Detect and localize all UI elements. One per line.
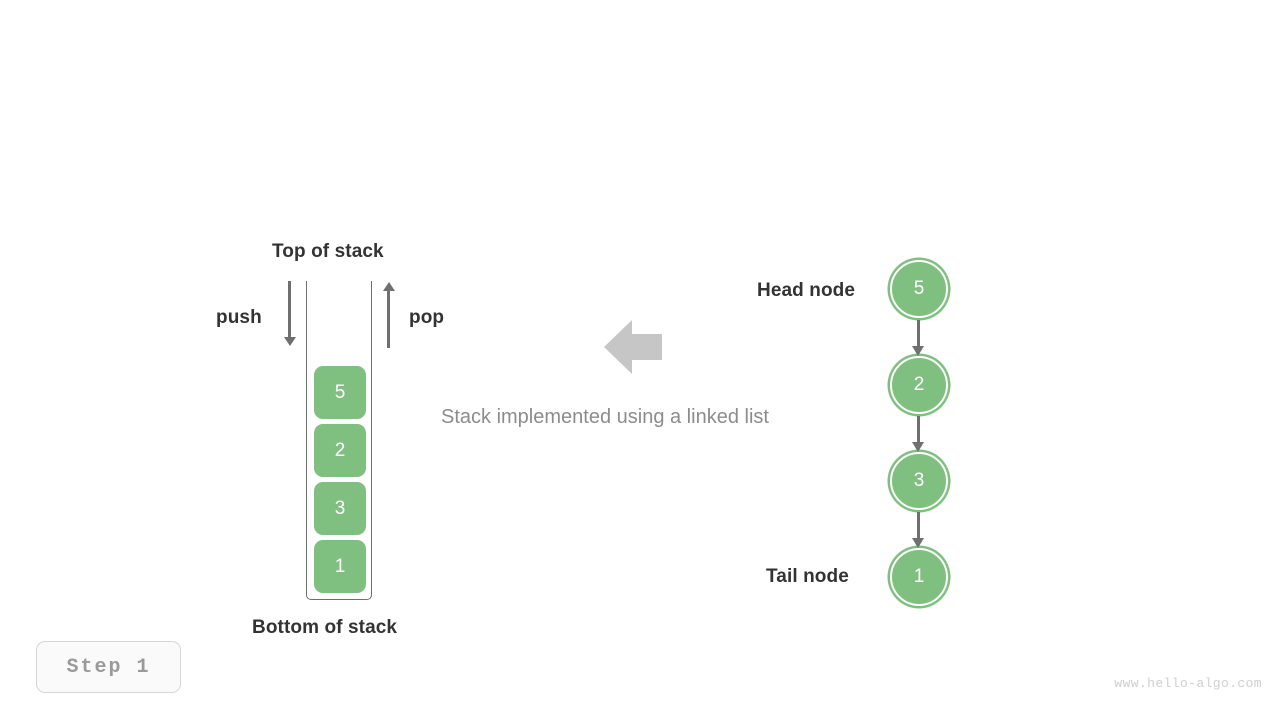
stack-cell: 1 bbox=[314, 540, 366, 593]
push-label: push bbox=[216, 307, 262, 328]
step-badge: Step 1 bbox=[36, 641, 181, 693]
head-node-label: Head node bbox=[757, 280, 856, 301]
pop-label: pop bbox=[409, 307, 445, 328]
linked-list-link-shaft bbox=[917, 512, 920, 540]
linked-list-node: 5 bbox=[890, 260, 948, 318]
push-arrow-shaft bbox=[288, 281, 291, 339]
linked-list-link-shaft bbox=[917, 320, 920, 348]
stack-cell: 5 bbox=[314, 366, 366, 419]
stack-cell: 3 bbox=[314, 482, 366, 535]
stack-cell: 2 bbox=[314, 424, 366, 477]
linked-list-node: 2 bbox=[890, 356, 948, 414]
linked-list-node: 1 bbox=[890, 548, 948, 606]
left-arrow-icon bbox=[604, 319, 662, 375]
linked-list-link-arrowhead bbox=[912, 442, 924, 452]
top-of-stack-label: Top of stack bbox=[272, 241, 384, 262]
push-arrow-head bbox=[283, 337, 296, 346]
linked-list-node: 3 bbox=[890, 452, 948, 510]
pop-arrow-shaft bbox=[387, 290, 390, 348]
linked-list-link-arrowhead bbox=[912, 538, 924, 548]
stack-container: 5 2 3 1 bbox=[306, 281, 372, 600]
linked-list-link-arrowhead bbox=[912, 346, 924, 356]
diagram-caption: Stack implemented using a linked list bbox=[441, 406, 769, 428]
linked-list-link-shaft bbox=[917, 416, 920, 444]
watermark: www.hello-algo.com bbox=[1114, 676, 1262, 691]
pop-arrow-head bbox=[382, 282, 395, 291]
tail-node-label: Tail node bbox=[766, 566, 849, 587]
bottom-of-stack-label: Bottom of stack bbox=[252, 617, 398, 638]
